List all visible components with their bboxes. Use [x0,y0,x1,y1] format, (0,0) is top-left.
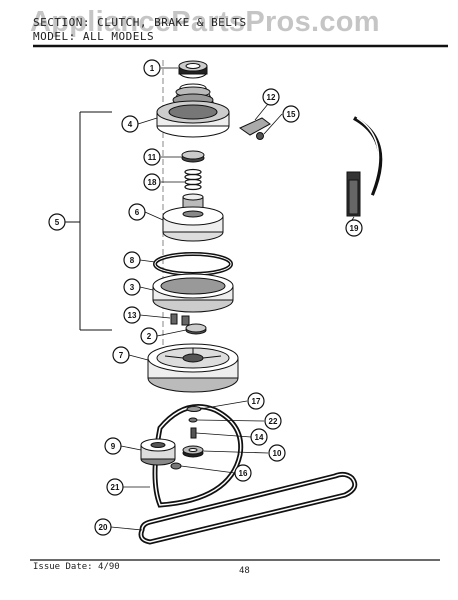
part-bearing [182,445,204,458]
part-brake-shoe [346,116,383,217]
callout-16: 16 [234,464,252,482]
callout-10: 10 [268,444,286,462]
svg-text:19: 19 [350,224,359,233]
callout-17: 17 [247,392,265,410]
svg-text:21: 21 [111,483,120,492]
callout-19: 19 [345,219,363,237]
model-title: MODEL: ALL MODELS [33,30,155,43]
svg-text:2: 2 [147,332,152,341]
part-bearing-top [178,60,208,79]
part-clip [238,117,271,140]
part-pump-pulley [140,438,176,466]
callout-7: 7 [112,346,130,364]
callout-20: 20 [94,518,112,536]
svg-text:12: 12 [267,93,276,102]
bracket-5 [65,111,112,331]
callout-13: 13 [123,306,141,324]
part-o-ring [153,252,233,276]
svg-text:18: 18 [148,178,157,187]
svg-text:6: 6 [135,208,140,217]
page-number: 48 [239,566,250,576]
svg-text:4: 4 [128,120,133,129]
svg-text:22: 22 [269,417,278,426]
svg-text:20: 20 [99,523,108,532]
svg-text:8: 8 [130,256,135,265]
part-small-parts [170,313,207,335]
part-16 [170,462,182,470]
callout-5: 5 [48,213,66,231]
callout-6: 6 [128,203,146,221]
leader-lines [110,67,355,531]
svg-text:15: 15 [287,110,296,119]
svg-text:14: 14 [255,433,264,442]
callout-3: 3 [123,278,141,296]
callout-22: 22 [264,412,282,430]
svg-text:3: 3 [130,283,135,292]
callout-9: 9 [104,437,122,455]
svg-text:13: 13 [128,311,137,320]
part-drive-belt [138,471,358,545]
callout-14: 14 [250,428,268,446]
callout-2: 2 [140,327,158,345]
issue-date: Issue Date: 4/90 [33,562,120,572]
svg-text:1: 1 [150,64,155,73]
callout-11: 11 [143,148,161,166]
svg-text:7: 7 [119,351,124,360]
svg-text:16: 16 [239,469,248,478]
callout-12: 12 [262,88,280,106]
callouts: 1 4 11 18 6 5 8 3 13 2 7 9 21 20 12 15 1… [48,59,363,536]
watermark: AppliancePartsPros.com [30,6,380,38]
callout-15: 15 [282,105,300,123]
section-title: SECTION: CLUTCH, BRAKE & BELTS [33,16,247,29]
svg-text:5: 5 [55,218,60,227]
svg-text:17: 17 [252,397,261,406]
callout-21: 21 [106,478,124,496]
svg-text:9: 9 [111,442,116,451]
callout-4: 4 [121,115,139,133]
svg-text:10: 10 [273,449,282,458]
callout-8: 8 [123,251,141,269]
callout-18: 18 [143,173,161,191]
part-11 [181,150,205,163]
part-drum [162,193,224,242]
part-housing [156,83,230,138]
part-brake-ring [152,273,234,313]
part-pulley [147,343,239,393]
callout-1: 1 [143,59,161,77]
part-spring [184,168,202,191]
svg-text:11: 11 [148,153,157,162]
